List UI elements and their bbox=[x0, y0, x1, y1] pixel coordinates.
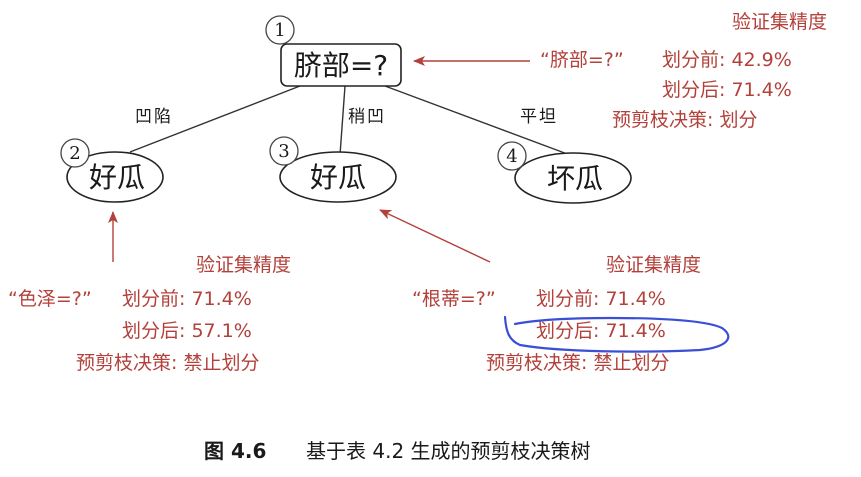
root-node-number-circle bbox=[265, 15, 295, 45]
leaf-node-3-number-circle bbox=[269, 136, 299, 166]
left-annotation: 验证集精度 “色泽=?” 划分前: 71.4% 划分后: 57.1% 预剪枝决策… bbox=[8, 254, 291, 374]
leaf-node-3-ellipse bbox=[279, 151, 397, 203]
root-annotation-decision: 预剪枝决策: 划分 bbox=[612, 109, 757, 131]
leaf-node-2: 好瓜 2 bbox=[60, 138, 164, 203]
root-node: 脐部=? 1 bbox=[265, 15, 402, 87]
right-annotation-title: 验证集精度 bbox=[606, 254, 701, 276]
edge-label-slightly-concave: 稍凹 bbox=[348, 107, 386, 127]
left-annotation-test: “色泽=?” bbox=[8, 288, 92, 310]
root-node-number: 1 bbox=[274, 20, 285, 41]
figure-caption: 图 4.6 基于表 4.2 生成的预剪枝决策树 bbox=[204, 439, 591, 463]
leaf-node-4-number-circle bbox=[497, 141, 527, 171]
edge-label-concave: 凹陷 bbox=[135, 107, 173, 127]
leaf-node-2-ellipse bbox=[66, 151, 164, 203]
left-annotation-title: 验证集精度 bbox=[196, 254, 291, 276]
leaf-node-3-number: 3 bbox=[278, 141, 289, 162]
left-annotation-after: 划分后: 57.1% bbox=[122, 320, 252, 342]
root-node-box bbox=[280, 43, 402, 87]
leaf-node-4: 坏瓜 4 bbox=[497, 141, 632, 204]
edge-line-right bbox=[384, 85, 571, 156]
left-annotation-before: 划分前: 71.4% bbox=[122, 288, 252, 310]
edge-line-middle bbox=[339, 85, 346, 156]
leaf-node-3: 好瓜 3 bbox=[269, 136, 397, 203]
edge-label-flat: 平坦 bbox=[520, 107, 558, 127]
right-annotation-arrow bbox=[379, 209, 491, 263]
leaf-node-2-number: 2 bbox=[69, 143, 80, 164]
root-annotation-before: 划分前: 42.9% bbox=[662, 49, 792, 71]
leaf-node-4-ellipse bbox=[514, 152, 632, 204]
root-annotation-after: 划分后: 71.4% bbox=[662, 79, 792, 101]
left-annotation-decision: 预剪枝决策: 禁止划分 bbox=[76, 352, 259, 374]
right-annotation-after: 划分后: 71.4% bbox=[536, 320, 666, 342]
leaf-node-4-number: 4 bbox=[506, 146, 517, 167]
root-annotation-test: “脐部=?” bbox=[540, 49, 624, 71]
right-annotation-test: “根蒂=?” bbox=[412, 288, 496, 310]
hand-drawn-highlight-loop bbox=[503, 315, 730, 353]
root-node-label: 脐部=? bbox=[294, 49, 388, 82]
edge-line-left bbox=[129, 85, 301, 153]
figure-number: 图 4.6 bbox=[204, 439, 266, 463]
right-annotation: 验证集精度 “根蒂=?” 划分前: 71.4% 划分后: 71.4% 预剪枝决策… bbox=[412, 254, 701, 374]
leaf-node-2-number-circle bbox=[60, 138, 90, 168]
leaf-node-2-label: 好瓜 bbox=[89, 161, 145, 194]
root-annotation-title: 验证集精度 bbox=[732, 11, 827, 33]
leaf-node-4-label: 坏瓜 bbox=[547, 162, 603, 195]
right-annotation-decision: 预剪枝决策: 禁止划分 bbox=[486, 352, 669, 374]
root-annotation: 验证集精度 “脐部=?” 划分前: 42.9% 划分后: 71.4% 预剪枝决策… bbox=[540, 11, 827, 131]
leaf-node-3-label: 好瓜 bbox=[310, 161, 366, 194]
right-annotation-before: 划分前: 71.4% bbox=[536, 288, 666, 310]
figure-caption-text: 基于表 4.2 生成的预剪枝决策树 bbox=[306, 439, 591, 463]
